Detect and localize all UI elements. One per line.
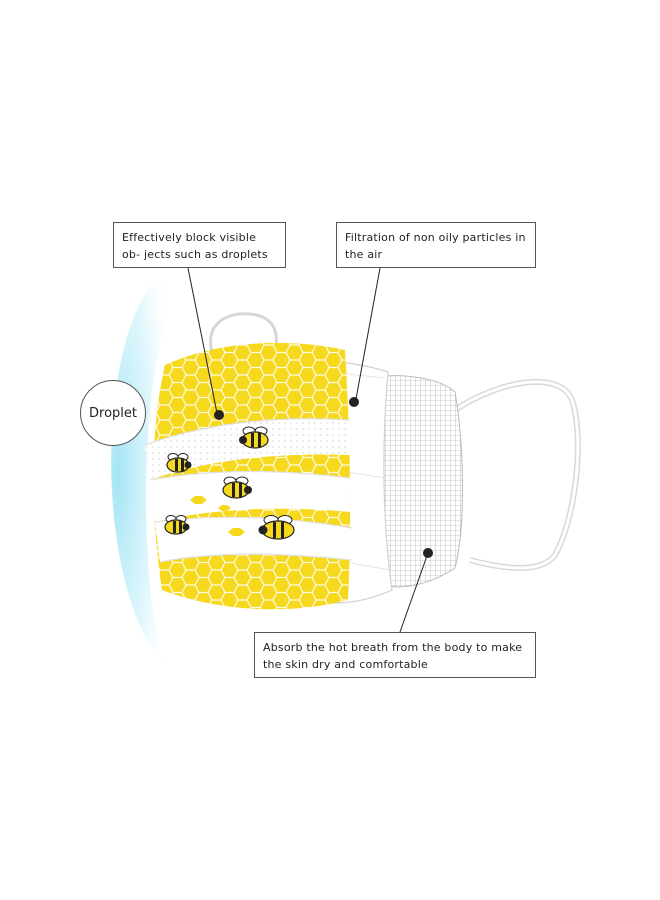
honeycomb-accent [228, 528, 245, 536]
callout-middle-layer: Filtration of non oily particles in the … [336, 222, 536, 268]
ear-loop-right [453, 378, 581, 571]
droplet-label: Droplet [80, 380, 146, 446]
leader-line-middle [355, 267, 381, 400]
bee-icon [164, 515, 190, 535]
bee-icon [239, 426, 269, 449]
bee-icon [258, 515, 295, 540]
bee-icon [166, 453, 192, 473]
pleat-band-3 [155, 517, 352, 562]
callout-inner-layer: Absorb the hot breath from the body to m… [254, 632, 536, 678]
bee-icon [222, 476, 252, 499]
honeycomb-accent [218, 505, 231, 511]
leader-line-inner [399, 552, 429, 633]
ear-loop-left [209, 312, 278, 353]
droplet-glow [111, 280, 180, 665]
honeycomb-accent [190, 496, 207, 504]
leader-line-outer [187, 267, 218, 414]
callout-outer-layer: Effectively block visible ob- jects such… [113, 222, 286, 268]
pleat-band-2 [150, 471, 350, 522]
